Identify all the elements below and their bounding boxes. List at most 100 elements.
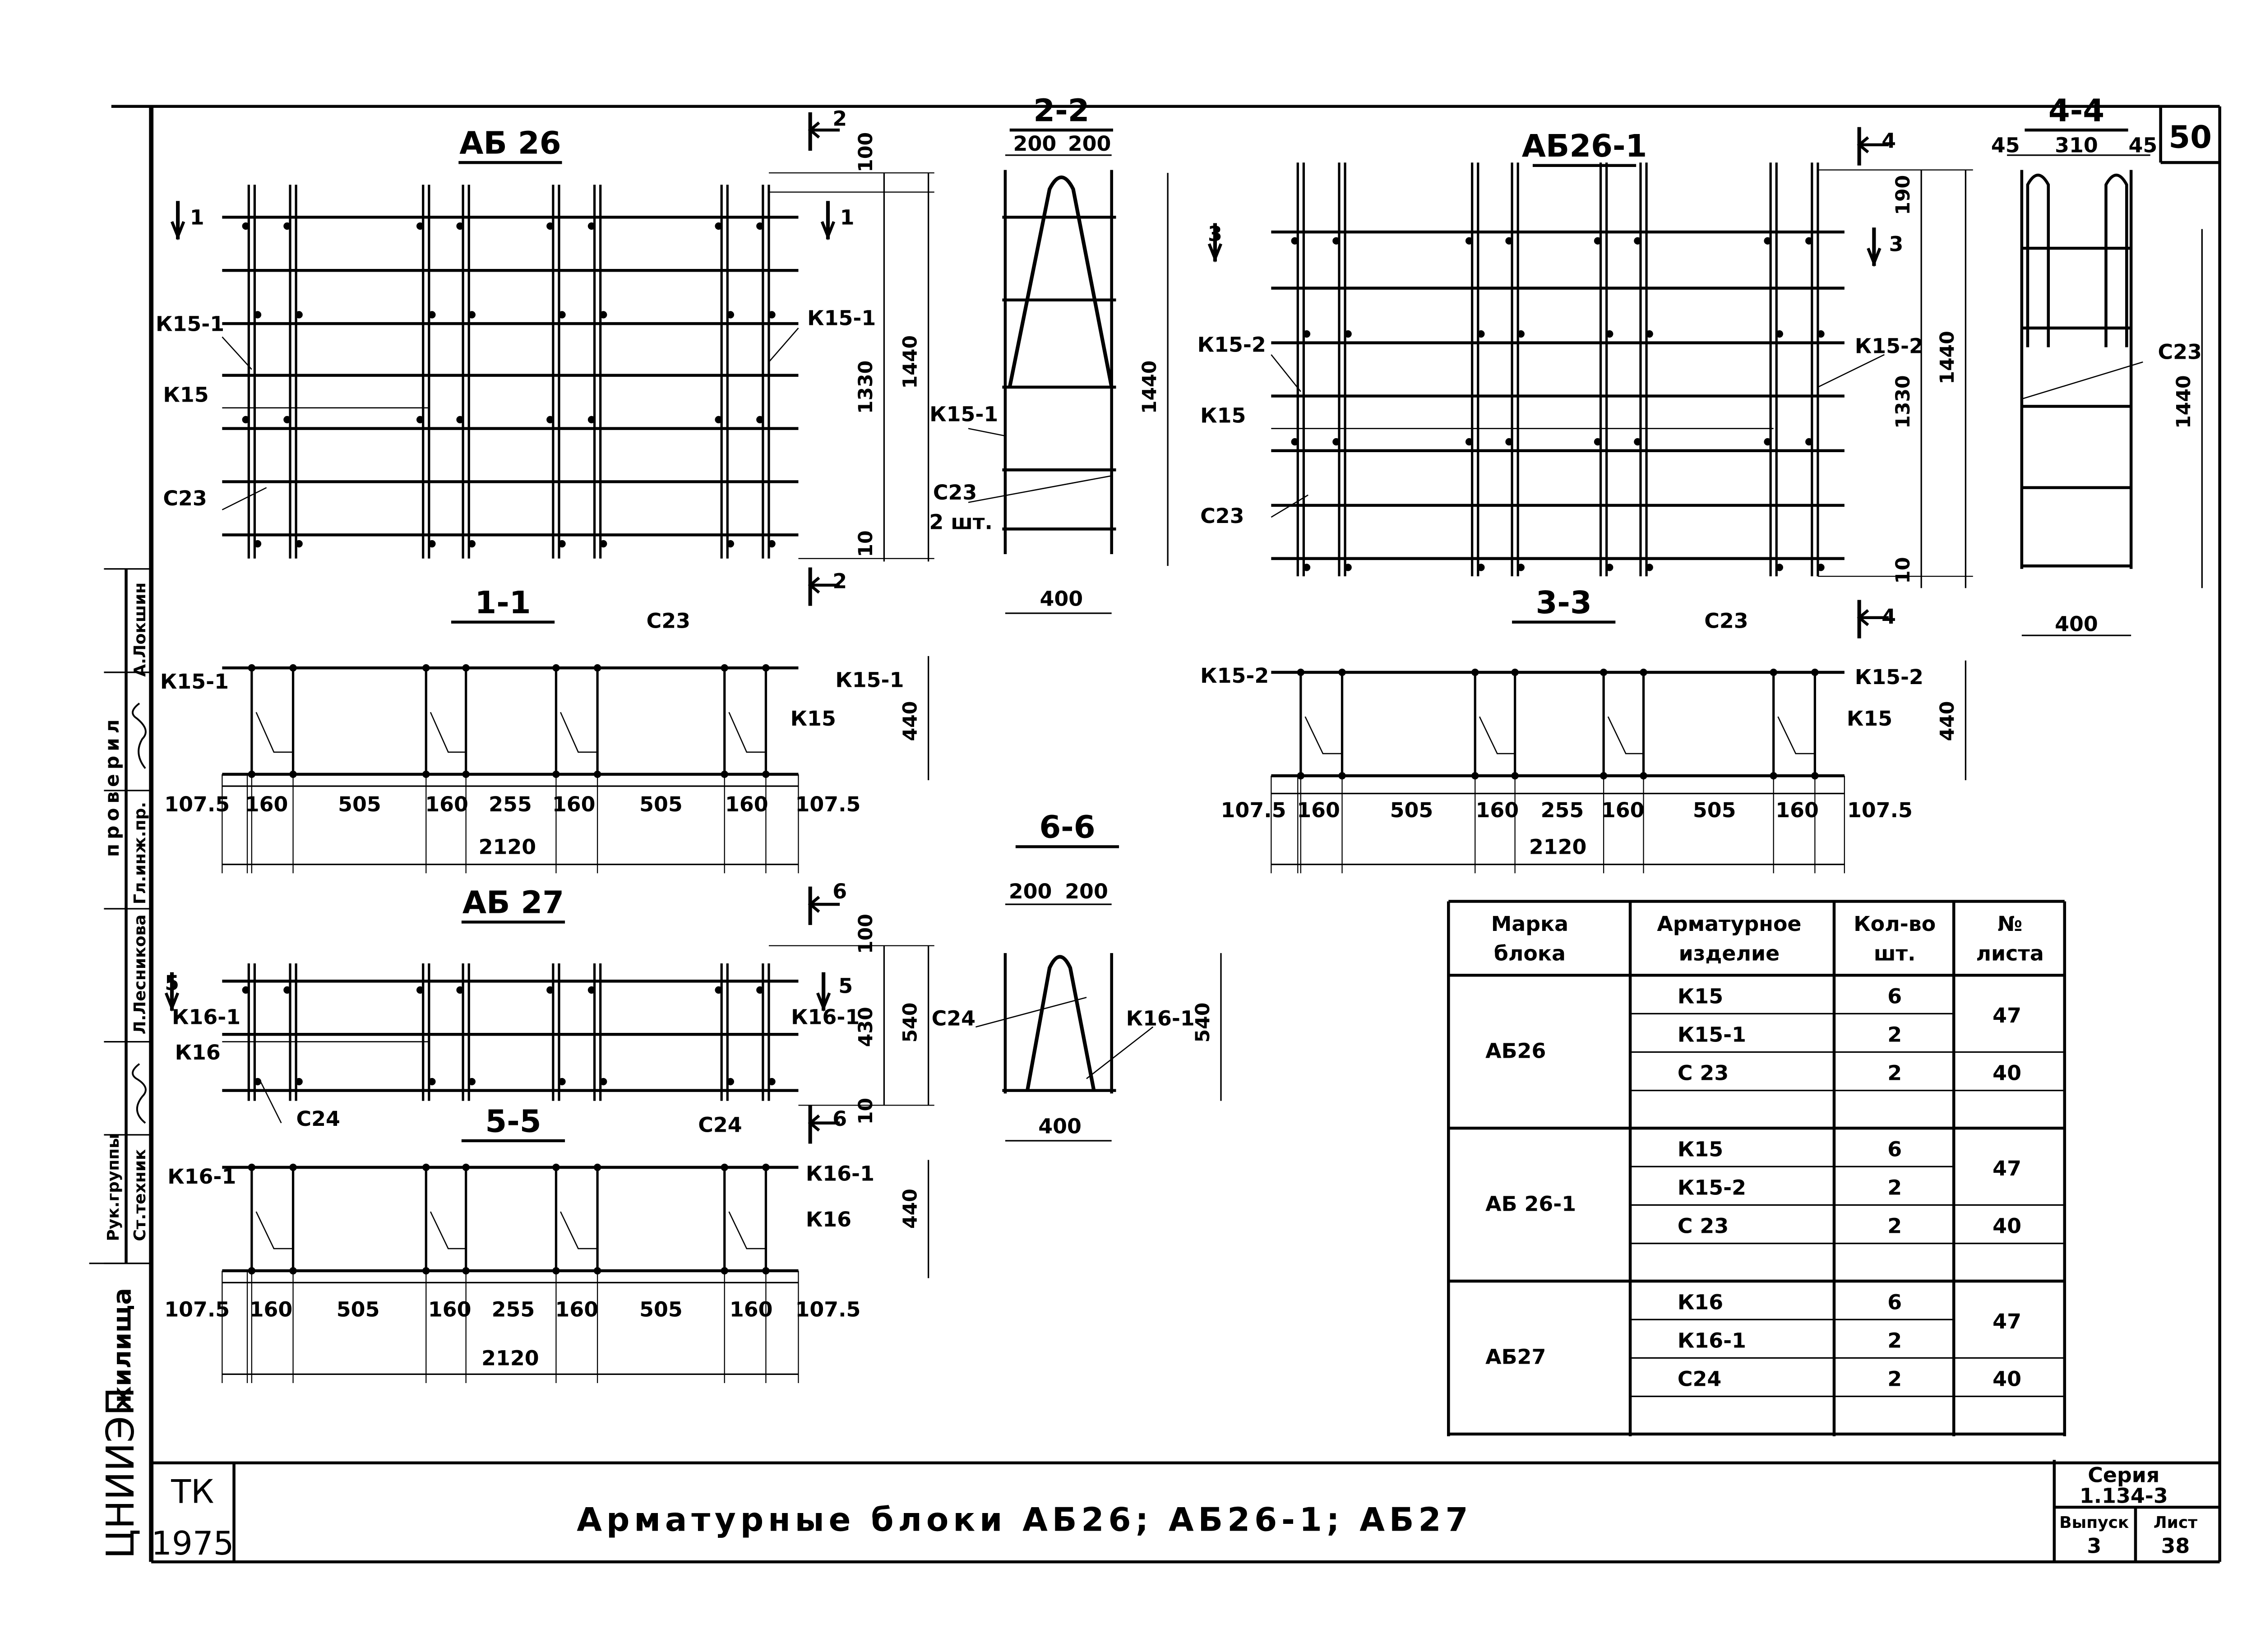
rebar-dot [558,311,566,319]
rebar-dot [1291,237,1299,245]
rebar-dot [1303,564,1311,571]
rebar-dot [726,540,735,548]
leader-line [1607,716,1644,754]
ab261-label: К15-2 [1855,334,1923,358]
org-name: ЦНИИЭП [98,1387,143,1559]
header-sheet-2: листа [1976,941,2043,965]
rebar-dot [416,986,424,994]
sec55-label: 505 [639,1297,683,1322]
view-title-sec44: 4-4 [2048,93,2104,129]
sec66-label: 540 [1192,1003,1214,1043]
ab261-label: 3 [1889,232,1904,256]
ab27-label: К16 [175,1040,221,1064]
rebar-dot [1477,564,1485,571]
header-mark-2: блока [1494,941,1566,965]
table-sheet-no: 47 [1992,1003,2021,1027]
sec44-label: 1440 [2173,375,2195,428]
sec55-label: 107.5 [164,1297,230,1322]
table-item: К15 [1678,984,1723,1008]
rebar-dot [546,416,554,424]
stamp-name-chief-eng: Гл.инж.пр. [131,802,149,904]
sec55-label: 255 [492,1297,535,1322]
stamp-tk: ТК [171,1472,214,1510]
sec22-label: 200 [1013,131,1057,156]
rebar-dot [1465,237,1473,245]
ab26-label: С23 [163,486,207,510]
rebar-dot [1764,438,1771,446]
sec44-label: С23 [2158,340,2202,364]
view-title-sec22: 2-2 [1033,93,1089,129]
section-arrow [808,1114,840,1132]
header-item-1: Арматурное [1657,912,1801,936]
section-arrow [1857,136,1889,153]
rebar-dot [593,1163,601,1171]
rebar-dot [1764,237,1771,245]
rebar-dot [1634,237,1641,245]
sec11-label: 160 [725,792,768,816]
ab26-label: К15-1 [807,305,876,330]
table-qty: 6 [1887,1290,1902,1314]
leader-line [222,336,252,370]
sec66-label: К16-1 [1126,1006,1195,1031]
table-item: С 23 [1678,1214,1729,1238]
rebar-dot [600,540,607,548]
ab261-label: 4 [1882,604,1896,629]
rebar-dot [295,540,303,548]
sheet-number: 50 [2168,119,2212,155]
leader-line [728,1211,766,1249]
section-arrow [820,221,836,241]
ab26-label: 1 [190,205,204,230]
leader-line [222,487,267,510]
rebar-dot [456,986,464,994]
rebar-dot [1344,330,1352,338]
rebar-dot [600,311,607,319]
header-mark-1: Марка [1491,912,1568,936]
sec55-label: 160 [428,1297,472,1322]
stamp-year: 1975 [151,1524,234,1562]
header-item-2: изделие [1679,941,1780,965]
drawing-lines [89,105,2221,1564]
sec33-label: 255 [1541,798,1584,822]
view-title-sec33: 3-3 [1536,585,1592,621]
rebar-dot [1817,330,1825,338]
sec66-label: 200 [1065,879,1108,903]
sec11-label: 505 [338,792,381,816]
rebar-dot [756,222,764,230]
rebar-dot [756,416,764,424]
rebar-dot [1805,237,1813,245]
ab261-label: 4 [1882,128,1896,153]
rebar-dot [283,222,291,230]
ab26-label: К15 [163,383,208,407]
rebar-dot [1505,438,1513,446]
sec11-label: 440 [899,701,921,741]
rebar-dot [462,664,470,672]
rebar-dot [768,540,776,548]
leader-line [259,1078,282,1124]
rebar-dot [762,1163,770,1171]
rebar-dot [1775,564,1783,571]
header-qty-2: шт. [1874,941,1916,965]
org-name-2: жилища [107,1288,137,1411]
sec33-label: 160 [1601,798,1645,822]
rebar-dot [1471,668,1479,676]
sec11-label: 160 [552,792,596,816]
rebar-dot [1291,438,1299,446]
rebar-dot [422,1163,430,1171]
ab26-label: 1 [840,205,855,230]
ab26-label: 100 [855,132,877,172]
rebar-dot [1465,438,1473,446]
rebar-dot [552,664,560,672]
rebar-dot [587,222,596,230]
checked-label: проверил [101,715,124,857]
rebar-dot [600,1078,607,1086]
table-qty: 2 [1887,1061,1902,1085]
table-item: К15-2 [1678,1175,1746,1200]
ab27-label: К16-1 [791,1004,860,1029]
leader-line [560,712,598,753]
rebar-dot [546,222,554,230]
section-arrow [808,896,840,913]
rebar-dot [1517,564,1525,571]
ab26-label: 10 [855,530,877,557]
table-qty: 2 [1887,1175,1902,1200]
